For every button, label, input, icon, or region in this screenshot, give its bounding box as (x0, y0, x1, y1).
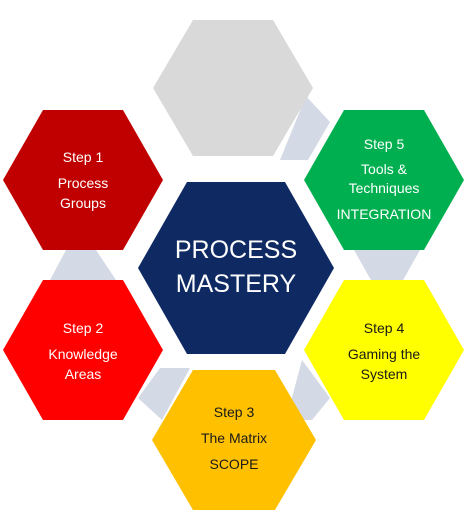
center-hexagon (138, 182, 334, 354)
connector-2 (354, 250, 420, 282)
step4-label-line-2: Gaming the (348, 346, 421, 362)
step5-label-line-1: Step 5 (364, 136, 405, 152)
step3-label-line-3: SCOPE (209, 456, 258, 472)
center-label-line-1: PROCESS (175, 236, 297, 264)
step3-label-line-1: Step 3 (214, 404, 255, 420)
connectors (50, 96, 420, 420)
connector-1 (280, 96, 330, 160)
step3-label-line-2: The Matrix (201, 430, 267, 446)
connector-5 (50, 250, 116, 280)
step5-hexagon (304, 110, 464, 250)
center-label: PROCESS MASTERY (175, 236, 297, 298)
step1-hexagon (3, 110, 163, 250)
step2-hexagon (3, 280, 163, 420)
step1-label-line-2: Process (58, 175, 109, 191)
step1-label-line-1: Step 1 (63, 149, 104, 165)
step5-label-line-4: INTEGRATION (337, 206, 432, 222)
step2-label-line-3: Areas (65, 366, 102, 382)
step2-label-line-2: Knowledge (48, 346, 117, 362)
connector-4 (138, 368, 190, 420)
top-hexagon (153, 20, 313, 156)
step2-label-line-1: Step 2 (63, 320, 104, 336)
center-label-line-2: MASTERY (176, 270, 297, 298)
step4-label-line-3: System (361, 366, 408, 382)
step1-label-line-3: Groups (60, 195, 106, 211)
step4-label-line-1: Step 4 (364, 320, 405, 336)
step5-label-line-2: Tools & (361, 161, 408, 177)
step3-hexagon (152, 370, 316, 510)
step5-label-line-3: Techniques (349, 180, 420, 196)
connector-3 (286, 360, 330, 420)
step4-hexagon (304, 280, 464, 420)
